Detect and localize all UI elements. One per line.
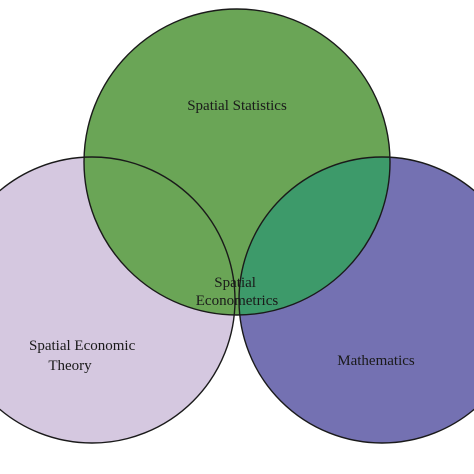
label-spatial-economic-theory: Spatial Economic Theory [29,338,139,374]
label-spatial-econometrics: Spatial Econometrics [196,275,279,309]
circle-outlines [0,8,474,444]
label-mathematics: Mathematics [337,353,415,369]
label-spatial-statistics: Spatial Statistics [187,98,287,114]
